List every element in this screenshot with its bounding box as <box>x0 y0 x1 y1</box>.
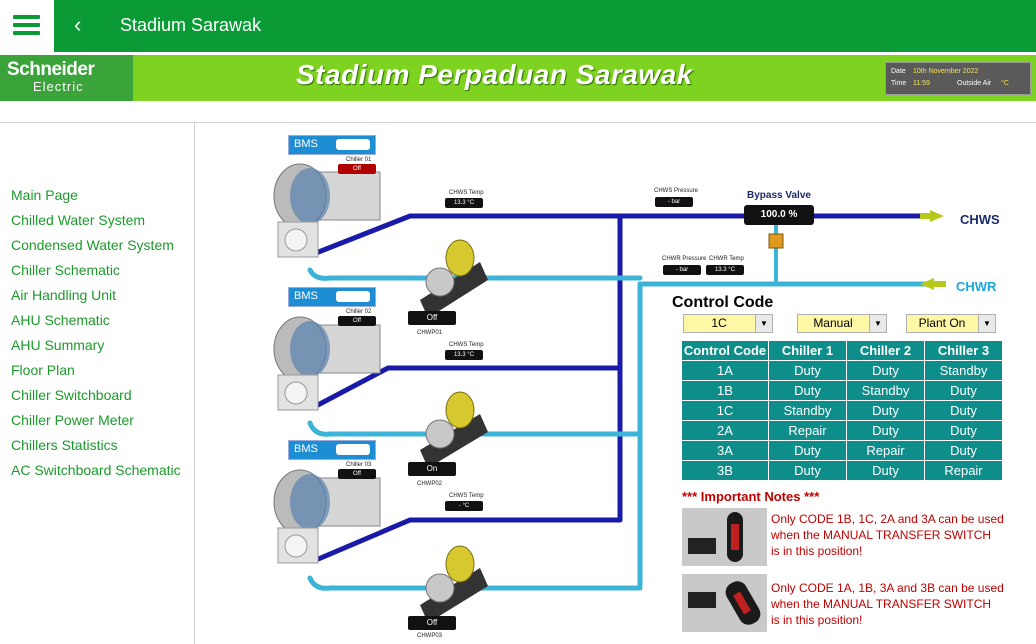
chws-arrow-tail <box>920 213 932 219</box>
chiller-name: Chiller 02 <box>346 309 372 315</box>
chiller1-return-pipe <box>307 267 643 281</box>
sidebar-item-air-handling-unit[interactable]: Air Handling Unit <box>11 287 117 303</box>
control-code-select[interactable]: 1C ▼ <box>683 314 773 333</box>
chiller-status-badge: Off <box>338 316 376 326</box>
transfer-switch-photo-1 <box>682 508 767 566</box>
chevron-down-icon: ▼ <box>869 315 886 332</box>
bypass-valve-label: Bypass Valve <box>747 190 811 201</box>
page-title: Stadium Perpaduan Sarawak <box>296 59 693 90</box>
sidebar-item-floor-plan[interactable]: Floor Plan <box>11 362 75 378</box>
control-code-table: Control Code Chiller 1 Chiller 2 Chiller… <box>681 340 1003 481</box>
sidebar-item-chiller-schematic[interactable]: Chiller Schematic <box>11 262 120 278</box>
banner <box>0 55 1036 101</box>
app-title: Stadium Sarawak <box>120 15 262 35</box>
chiller2-return-pipe <box>307 420 643 437</box>
chevron-left-icon[interactable]: ‹ <box>74 12 82 37</box>
sidebar-item-ac-switchboard-schematic[interactable]: AC Switchboard Schematic <box>11 462 181 478</box>
chwr-temp-label: CHWR Temp <box>709 256 744 262</box>
bms-toggle-chiller-01[interactable]: BMS <box>288 135 376 155</box>
pump-name: CHWP03 <box>417 633 443 639</box>
pump-status-button[interactable]: On <box>408 462 456 476</box>
bypass-valve-value: 100.0 % <box>744 205 814 225</box>
sidebar-nav: Main Page Chilled Water System Condensed… <box>11 187 181 487</box>
chiller-status-badge: Off <box>338 469 376 479</box>
chws-temp-value: 13.3 °C <box>445 198 483 208</box>
pump-chwp03-icon <box>420 545 488 623</box>
sidebar-item-condensed-water-system[interactable]: Condensed Water System <box>11 237 174 253</box>
sidebar-item-main-page[interactable]: Main Page <box>11 187 78 203</box>
chwr-arrow-icon <box>920 278 934 290</box>
sidebar-item-chillers-statistics[interactable]: Chillers Statistics <box>11 437 118 453</box>
chiller3-return-pipe <box>307 575 643 591</box>
plant-select[interactable]: Plant On ▼ <box>906 314 996 333</box>
chws-line-label: CHWS <box>960 212 1000 227</box>
sidebar-item-chiller-switchboard[interactable]: Chiller Switchboard <box>11 387 132 403</box>
chws-temp-value: - °C <box>445 501 483 511</box>
pump-status-button[interactable]: Off <box>408 311 456 325</box>
chiller-name: Chiller 03 <box>346 462 372 468</box>
pump-status-button[interactable]: Off <box>408 616 456 630</box>
chws-temp-value: 13.3 °C <box>445 350 483 360</box>
control-code-title: Control Code <box>672 294 774 311</box>
divider <box>194 123 195 644</box>
chiller2-supply-pipe <box>313 365 623 409</box>
chws-temp-label: CHWS Temp <box>449 342 484 348</box>
chws-temp-label: CHWS Temp <box>449 493 484 499</box>
table-header-row: Control Code Chiller 1 Chiller 2 Chiller… <box>681 340 1003 361</box>
important-notes-title: *** Important Notes *** <box>682 489 820 504</box>
chwr-line-label: CHWR <box>956 279 997 294</box>
chiller-02-icon <box>273 316 381 411</box>
bms-toggle-chiller-03[interactable]: BMS <box>288 440 376 460</box>
pump-chwp02-icon <box>420 391 488 468</box>
sidebar-item-chilled-water-system[interactable]: Chilled Water System <box>11 212 146 228</box>
chiller3-supply-pipe <box>313 517 623 563</box>
chws-temp-label: CHWS Temp <box>449 190 484 196</box>
chiller1-supply-pipe <box>313 213 623 256</box>
chwr-temp-value: 13.3 °C <box>706 265 744 275</box>
note-2: Only CODE 1A, 1B, 3A and 3B can be used … <box>771 581 1004 627</box>
hamburger-menu-icon[interactable] <box>0 0 54 52</box>
info-panel: Date 10th November 2022 Time 11:59 Outsi… <box>885 62 1031 95</box>
chevron-down-icon: ▼ <box>978 315 995 332</box>
chwr-pressure-label: CHWR Pressure <box>662 256 707 262</box>
chiller-name: Chiller 01 <box>346 157 372 163</box>
top-bar <box>0 0 1036 52</box>
chevron-down-icon: ▼ <box>755 315 772 332</box>
pump-name: CHWP01 <box>417 330 443 336</box>
bms-toggle-box <box>336 444 370 455</box>
sidebar-item-ahu-summary[interactable]: AHU Summary <box>11 337 105 353</box>
mode-select[interactable]: Manual ▼ <box>797 314 887 333</box>
sidebar-item-chiller-power-meter[interactable]: Chiller Power Meter <box>11 412 134 428</box>
schneider-logo: Schneider Electric <box>0 55 133 101</box>
bms-toggle-box <box>336 291 370 302</box>
chwr-arrow-tail <box>934 281 946 287</box>
chiller-03-icon <box>273 469 381 564</box>
chwr-pressure-value: - bar <box>663 265 701 275</box>
bms-toggle-chiller-02[interactable]: BMS <box>288 287 376 307</box>
pump-chwp01-icon <box>420 239 488 318</box>
transfer-switch-photo-2 <box>682 574 767 632</box>
divider <box>0 122 1036 123</box>
pump-name: CHWP02 <box>417 481 443 487</box>
note-1: Only CODE 1B, 1C, 2A and 3A can be used … <box>771 512 1004 558</box>
chws-pressure-value: - bar <box>655 197 693 207</box>
sidebar-item-ahu-schematic[interactable]: AHU Schematic <box>11 312 110 328</box>
bms-toggle-box <box>336 139 370 150</box>
chws-arrow-icon <box>930 210 944 222</box>
bypass-valve-icon <box>768 233 784 249</box>
chws-pressure-label: CHWS Pressure <box>654 188 699 194</box>
chiller-01-icon <box>273 163 381 258</box>
chiller-status-badge: Off <box>338 164 376 174</box>
